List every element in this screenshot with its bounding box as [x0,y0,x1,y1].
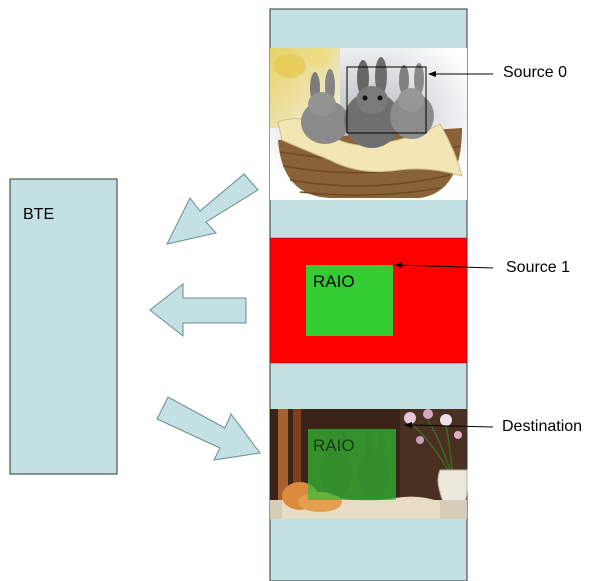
source1-raio-text: RAIO [313,272,355,291]
bte-block [9,178,118,475]
source1-raio-box [306,265,393,336]
source0-selection [346,66,427,134]
destination-label: Destination [502,418,583,435]
pointer-destination [407,424,494,428]
destination-photo [270,409,468,519]
bte-label: BTE [23,206,55,223]
arrow-source0-to-bte [166,173,259,245]
source1-label: Source 1 [506,259,571,276]
arrow-bte-to-destination [156,396,261,461]
pointer-source1 [397,264,494,269]
arrow-source1-to-bte [149,282,247,338]
source0-label: Source 0 [503,64,568,81]
destination-raio-text: RAIO [313,436,355,455]
source0-photo [270,48,467,200]
